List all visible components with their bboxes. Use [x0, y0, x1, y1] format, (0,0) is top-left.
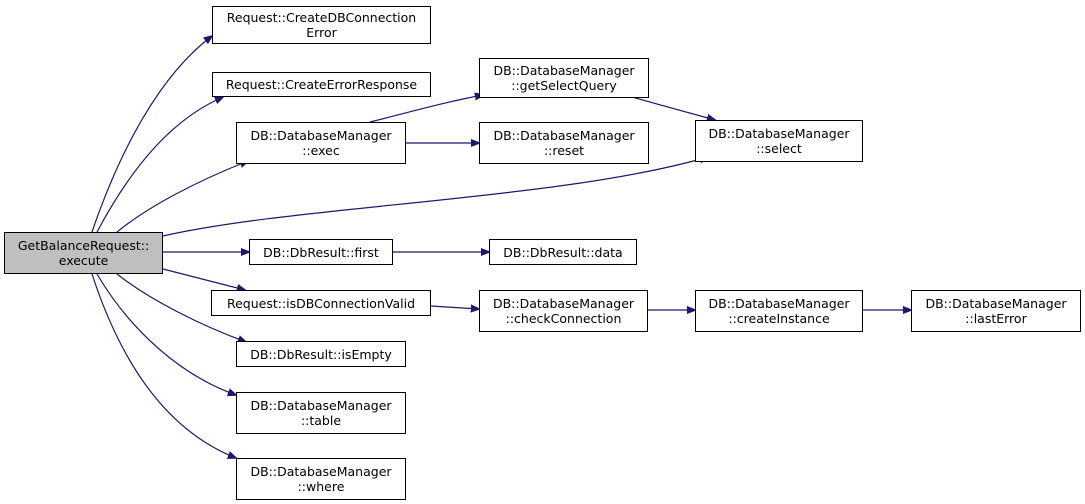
node-label: DB::DatabaseManager: [250, 464, 392, 479]
node-label: DB::DatabaseManager: [708, 296, 850, 311]
node-label: DB::DatabaseManager: [708, 126, 850, 141]
edge-root-create-error-response: [96, 97, 223, 233]
node-label: ::checkConnection: [505, 311, 622, 326]
node-label: Request::CreateErrorResponse: [225, 77, 418, 92]
node-label: GetBalanceRequest::: [17, 238, 150, 253]
node-dbresult-first[interactable]: DB::DbResult::first: [249, 239, 393, 265]
node-dbm-get-select-query[interactable]: DB::DatabaseManager ::getSelectQuery: [479, 58, 649, 98]
edge-root-exec: [116, 161, 248, 233]
node-dbm-check-connection[interactable]: DB::DatabaseManager ::checkConnection: [479, 290, 648, 332]
node-label: DB::DatabaseManager: [493, 63, 635, 78]
node-label: ::select: [756, 141, 802, 156]
edge-root-is-empty: [116, 273, 246, 342]
node-label: DB::DatabaseManager: [250, 398, 392, 413]
node-label: Error: [306, 25, 337, 40]
edge-get-select-query-select: [631, 96, 715, 120]
node-create-error-response[interactable]: Request::CreateErrorResponse: [212, 72, 431, 97]
node-label: ::reset: [543, 143, 585, 158]
node-label: DB::DatabaseManager: [250, 128, 392, 143]
node-dbm-reset[interactable]: DB::DatabaseManager ::reset: [479, 122, 649, 164]
node-label: DB::DatabaseManager: [925, 296, 1067, 311]
edge-root-is-db-connection-valid: [162, 268, 245, 290]
node-label: ::getSelectQuery: [511, 78, 617, 93]
node-label: ::exec: [302, 143, 340, 158]
node-label: execute: [58, 253, 109, 268]
node-label: DB::DatabaseManager: [493, 128, 635, 143]
node-dbresult-is-empty[interactable]: DB::DbResult::isEmpty: [236, 341, 406, 367]
edge-root-create-db-connection-error: [91, 36, 212, 233]
node-label: ::where: [297, 479, 345, 494]
node-dbm-where[interactable]: DB::DatabaseManager ::where: [236, 458, 406, 500]
edge-root-table: [96, 273, 236, 395]
node-label: DB::DbResult::isEmpty: [250, 346, 392, 362]
edge-is-valid-check-connection: [430, 306, 479, 309]
node-label: Request::isDBConnectionValid: [226, 295, 415, 311]
node-dbm-select[interactable]: DB::DatabaseManager ::select: [695, 120, 863, 162]
node-is-db-connection-valid[interactable]: Request::isDBConnectionValid: [211, 290, 431, 316]
node-label: Request::CreateDBConnection: [226, 10, 417, 25]
node-label: DB::DatabaseManager: [492, 296, 635, 311]
node-label: DB::DbResult::data: [503, 244, 623, 260]
node-dbm-exec[interactable]: DB::DatabaseManager ::exec: [236, 122, 406, 164]
node-create-db-connection-error[interactable]: Request::CreateDBConnection Error: [212, 6, 431, 44]
node-dbresult-data[interactable]: DB::DbResult::data: [489, 239, 637, 265]
node-dbm-create-instance[interactable]: DB::DatabaseManager ::createInstance: [695, 290, 863, 332]
node-label: ::table: [300, 413, 342, 428]
edge-exec-get-select-query: [369, 95, 483, 123]
node-label: DB::DbResult::first: [263, 244, 379, 260]
edge-root-where: [91, 273, 236, 458]
node-dbm-last-error[interactable]: DB::DatabaseManager ::lastError: [911, 290, 1081, 332]
node-label: ::createInstance: [728, 311, 830, 326]
edge-root-select: [162, 157, 708, 237]
node-get-balance-request-execute[interactable]: GetBalanceRequest:: execute: [4, 232, 163, 274]
node-label: ::lastError: [965, 311, 1027, 326]
node-dbm-table[interactable]: DB::DatabaseManager ::table: [236, 392, 406, 434]
